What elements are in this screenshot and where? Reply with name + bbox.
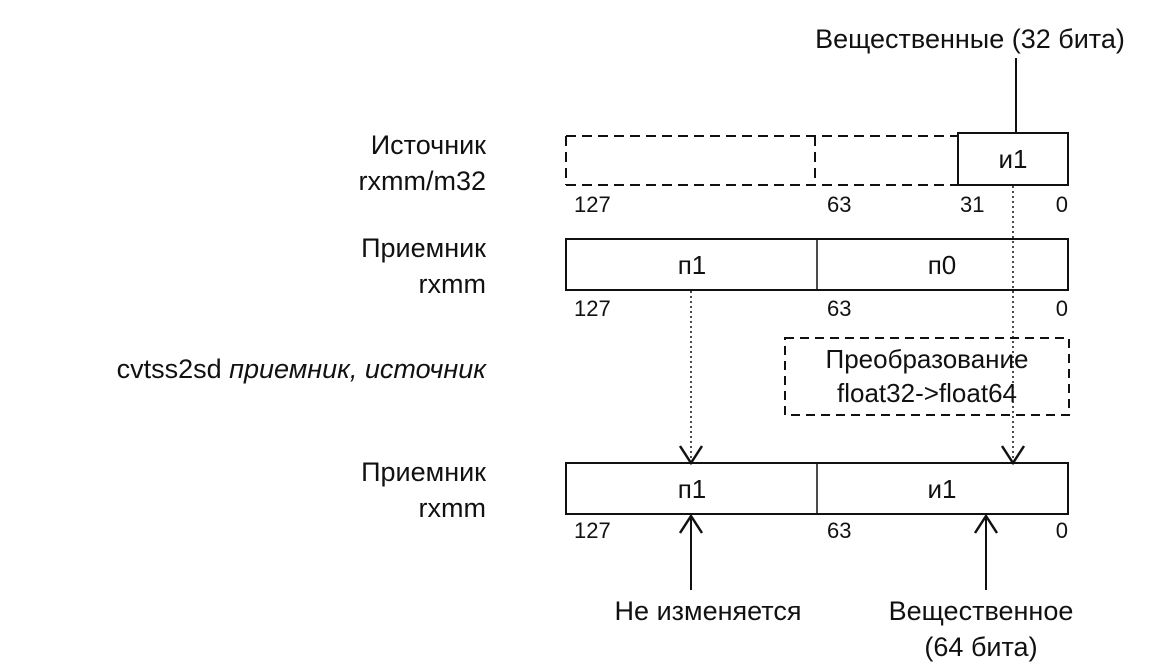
dest-before-label: Приемник — [361, 233, 486, 263]
real64-label-line1: Вещественное — [889, 596, 1074, 626]
dest-after-operand: rxmm — [419, 493, 486, 523]
source-operand: rxmm/m32 — [359, 166, 487, 196]
dest-after-bit-127: 127 — [574, 518, 611, 543]
real64-label-line2: (64 бита) — [924, 632, 1037, 662]
conversion-box — [784, 337, 1070, 416]
arrowhead-up-real64-icon — [973, 513, 999, 534]
dest-after-register: п1 и1 — [565, 462, 1069, 515]
source-label: Источник — [371, 130, 486, 160]
dest-before-bit-63: 63 — [827, 296, 851, 321]
instruction-operands: приемник, источник — [229, 354, 487, 384]
dest-before-bit-0: 0 — [1056, 296, 1068, 321]
dest-before-bit-127: 127 — [574, 296, 611, 321]
dest-before-cell-high: п1 — [678, 250, 707, 280]
source-bit-63: 63 — [827, 192, 851, 217]
source-cell-low — [957, 132, 1069, 186]
dest-before-operand: rxmm — [419, 269, 486, 299]
dest-after-label: Приемник — [361, 457, 486, 487]
source-register: и1 — [565, 132, 1069, 186]
arrowhead-down-high-icon — [678, 445, 704, 466]
unchanged-label: Не изменяется — [615, 596, 802, 626]
source-cell-low-text: и1 — [999, 144, 1028, 174]
source-bit-31: 31 — [960, 192, 984, 217]
conversion-line1: Преобразование — [826, 344, 1029, 374]
arrowhead-down-low-icon — [1000, 445, 1026, 466]
instruction-mnemonic: cvtss2sd — [117, 354, 222, 384]
conversion-line2: float32->float64 — [837, 378, 1017, 408]
source-bit-127: 127 — [574, 192, 611, 217]
dest-before-cell-low: п0 — [928, 250, 957, 280]
source-bit-0: 0 — [1056, 192, 1068, 217]
dest-after-bit-0: 0 — [1056, 518, 1068, 543]
instruction-text: cvtss2sd приемник, источник — [117, 354, 488, 384]
dest-after-cell-high: п1 — [678, 474, 707, 504]
dest-after-cell-low: и1 — [928, 474, 957, 504]
dest-before-register: п1 п0 — [565, 238, 1069, 291]
top-label-real32: Вещественные (32 бита) — [815, 24, 1125, 54]
arrowhead-up-unchanged-icon — [678, 513, 704, 534]
dest-after-bit-63: 63 — [827, 518, 851, 543]
